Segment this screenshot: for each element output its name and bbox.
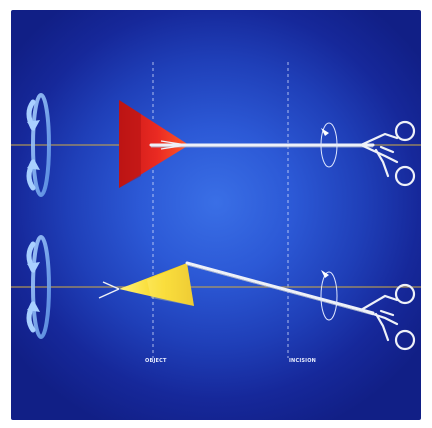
diagram-canvas: OBJECT INCISION — [11, 62, 421, 364]
object-label: OBJECT — [145, 358, 167, 364]
top-scissors-forceps-icon — [359, 120, 416, 187]
bottom-scissors-forceps-icon — [359, 283, 416, 351]
bottom-rotation-arrows-icon — [26, 235, 51, 339]
bottom-incision-ring — [320, 270, 338, 321]
top-instrument-shaft — [149, 140, 375, 150]
incision-label: INCISION — [289, 358, 316, 364]
yellow-cone — [119, 263, 194, 306]
bottom-instrument-shaft — [98, 261, 375, 316]
diagram-figure: OBJECT INCISION — [11, 10, 421, 420]
top-rotation-arrows-icon — [26, 93, 51, 197]
top-incision-ring — [320, 122, 338, 168]
